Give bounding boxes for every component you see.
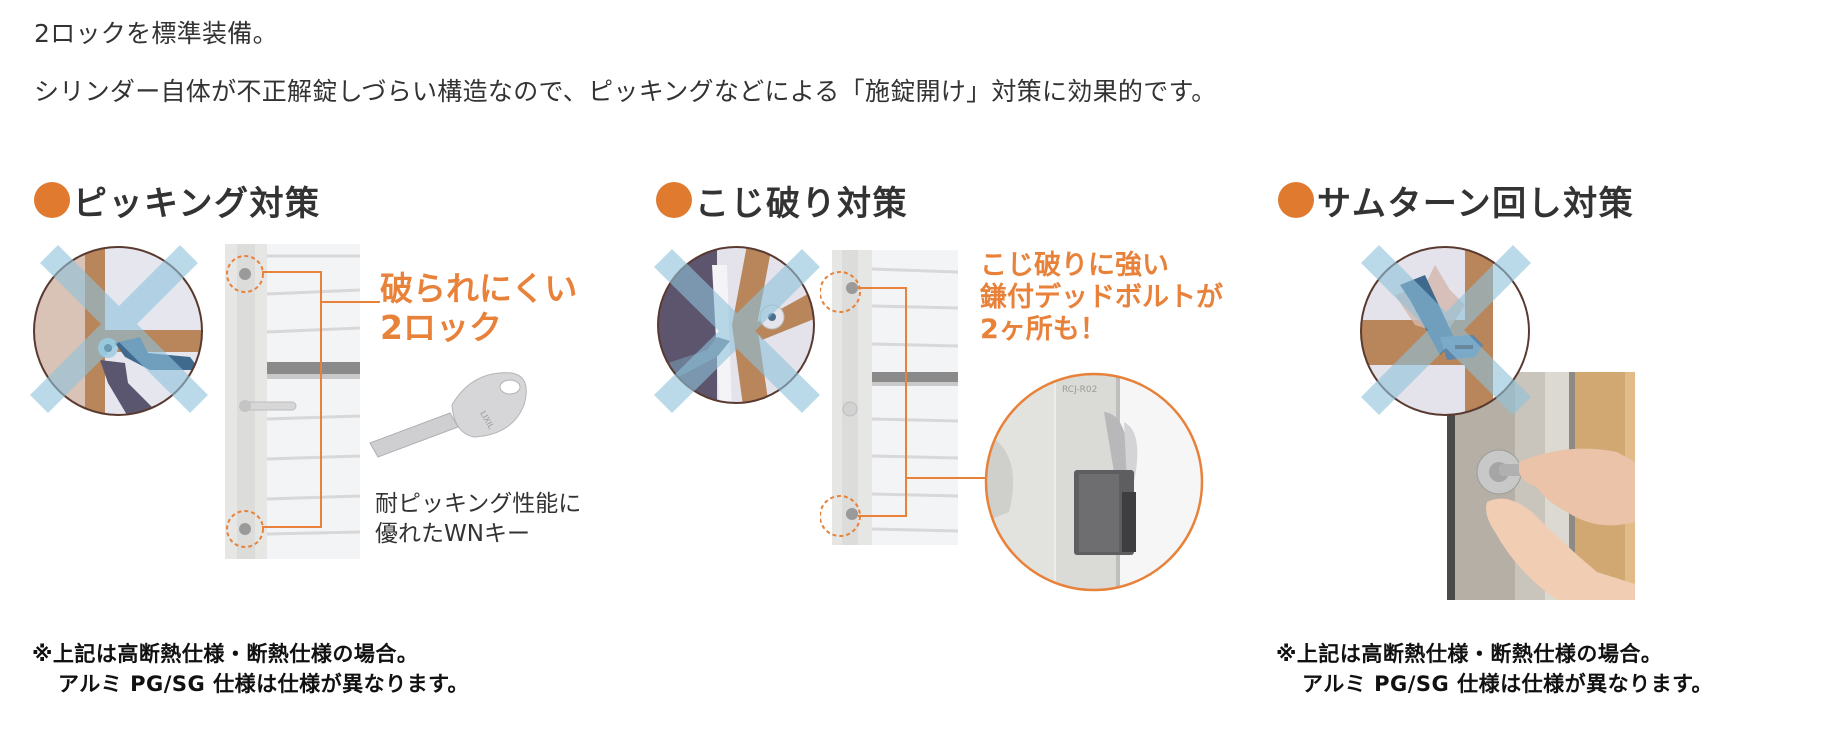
section-heading-prying: こじ破り対策 [656, 180, 908, 224]
section-heading-thumbturn: サムターン回し対策 [1278, 180, 1634, 224]
callout-2lock: 破られにくい 2ロック [380, 269, 578, 348]
thumbturn-crossed-circle-icon [1360, 245, 1531, 416]
door-frame-2lock-image [225, 244, 361, 559]
prying-crossed-circle-icon [654, 246, 820, 413]
heading-text: ピッキング対策 [73, 183, 321, 224]
section-heading-picking: ピッキング対策 [34, 180, 320, 224]
svg-text:RCJ-R02: RCJ-R02 [1062, 385, 1097, 395]
orange-dot-icon [34, 182, 70, 218]
orange-dot-icon [656, 182, 692, 218]
note-line-1: ※上記は高断熱仕様・断熱仕様の場合。 [32, 642, 419, 666]
heading-text: サムターン回し対策 [1317, 183, 1635, 224]
callout-line-2: 2ロック [380, 307, 502, 347]
caption-line-1: 耐ピッキング性能に [375, 491, 582, 517]
orange-dot-icon [1278, 182, 1314, 218]
note-line-2: アルミ PG/SG 仕様は仕様が異なります。 [1302, 671, 1713, 696]
intro-line-2: シリンダー自体が不正解錠しづらい構造なので、ピッキングなどによる「施錠開け」対策… [34, 77, 1217, 106]
callout-deadbolt: こじ破りに強い 鎌付デッドボルトが 2ヶ所も！ [980, 250, 1223, 346]
callout-line-2: 鎌付デッドボルトが [980, 281, 1223, 313]
wn-key-image: LIXIL [369, 372, 527, 458]
door-frame-deadbolt-image [820, 250, 970, 545]
thumbturn-hand-photo [1447, 372, 1635, 600]
spec-note-thumbturn: ※上記は高断熱仕様・断熱仕様の場合。 アルミ PG/SG 仕様は仕様が異なります… [1276, 640, 1713, 700]
deadbolt-closeup-image: RCJ-R02 [984, 372, 1204, 592]
heading-text: こじ破り対策 [695, 183, 908, 224]
caption-line-2: 優れたWNキー [375, 520, 530, 547]
note-line-1: ※上記は高断熱仕様・断熱仕様の場合。 [1276, 642, 1663, 666]
callout-line [320, 301, 380, 303]
spec-note-picking: ※上記は高断熱仕様・断熱仕様の場合。 アルミ PG/SG 仕様は仕様が異なります… [32, 640, 469, 700]
note-line-2: アルミ PG/SG 仕様は仕様が異なります。 [58, 671, 469, 696]
callout-line-1: 破られにくい [380, 269, 578, 308]
callout-line-3: 2ヶ所も！ [980, 313, 1107, 345]
picking-crossed-circle-icon [30, 245, 208, 416]
callout-line-1: こじ破りに強い [980, 250, 1169, 281]
intro-line-1: 2ロックを標準装備。 [34, 19, 278, 48]
wn-key-caption: 耐ピッキング性能に 優れたWNキー [375, 490, 581, 550]
